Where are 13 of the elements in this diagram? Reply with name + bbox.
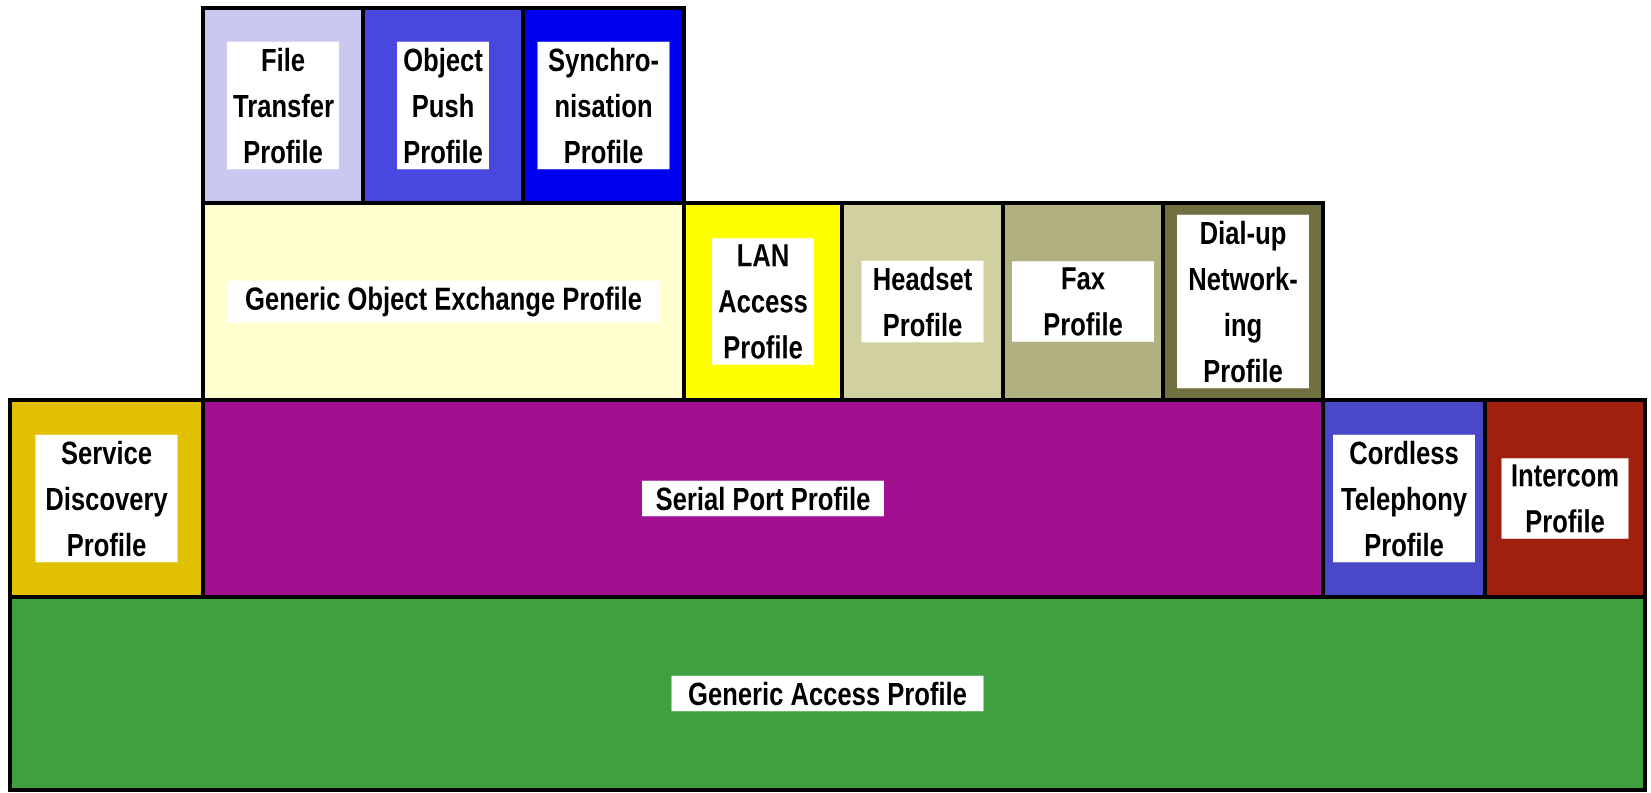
profile-box: Cordless Telephony Profile [1321,398,1487,599]
profile-box: LAN Access Profile [682,201,844,402]
profile-box: Synchro-nisation Profile [521,6,686,205]
profile-box: Object Push Profile [361,6,525,205]
profile-box: Dial-up Network-ing Profile [1161,201,1325,402]
profile-box: Intercom Profile [1483,398,1647,599]
profile-box: Generic Access Profile [8,595,1647,792]
profile-box: File Transfer Profile [201,6,365,205]
profile-box: Fax Profile [1001,201,1165,402]
profile-box: Headset Profile [840,201,1005,402]
profile-box: Service Discovery Profile [8,398,205,599]
profile-box: Serial Port Profile [201,398,1325,599]
profile-box: Generic Object Exchange Profile [201,201,686,402]
